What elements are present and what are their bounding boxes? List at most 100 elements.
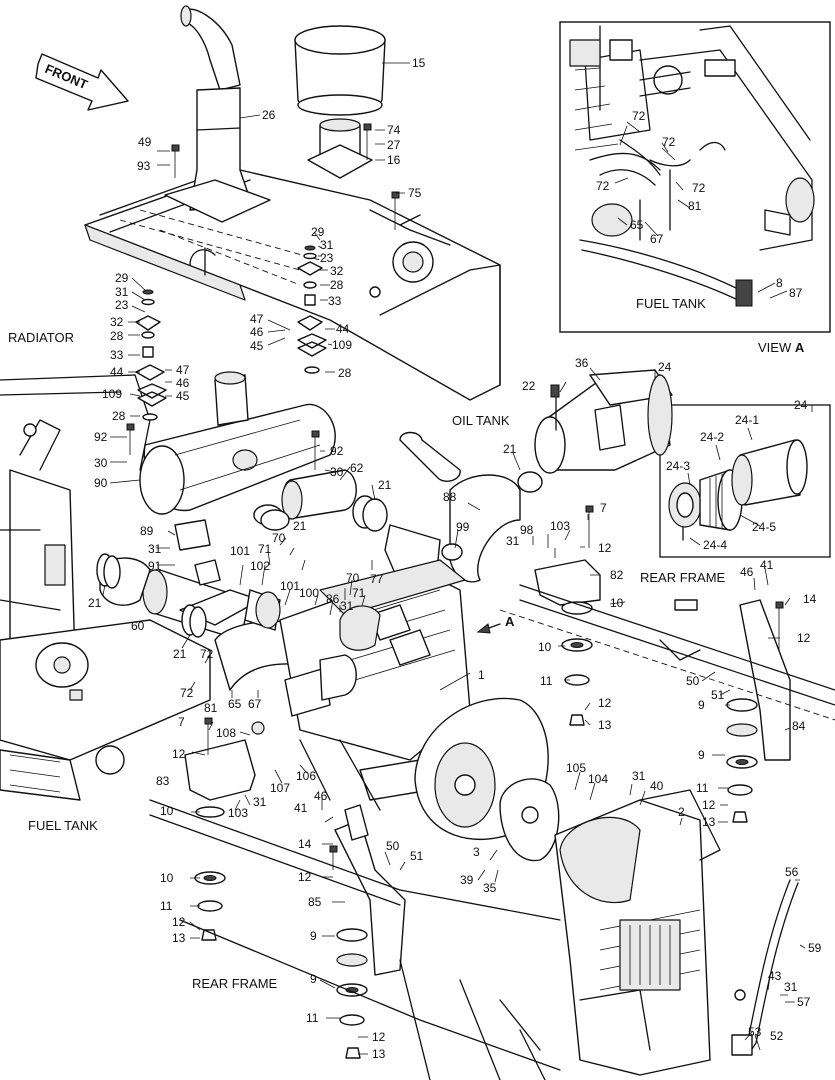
callout-72: 72 — [662, 135, 676, 149]
callout-22: 22 — [522, 379, 536, 393]
callout-92: 92 — [330, 444, 344, 458]
oil-tank-caption: OIL TANK — [452, 413, 510, 428]
callout-10: 10 — [610, 596, 624, 610]
callout-62: 62 — [350, 461, 364, 475]
callout-81: 81 — [688, 199, 702, 213]
callout-11: 11 — [160, 899, 173, 913]
hose-clamps — [96, 471, 543, 638]
callout-39: 39 — [460, 873, 474, 887]
callout-33: 33 — [110, 348, 124, 362]
callout-28: 28 — [110, 329, 124, 343]
callout-24: 24 — [794, 398, 808, 412]
callout-88: 88 — [443, 490, 457, 504]
callout-31: 31 — [340, 599, 354, 613]
callout-31: 31 — [784, 980, 798, 994]
callout-31: 31 — [632, 769, 646, 783]
callout-71: 71 — [258, 542, 272, 556]
upper-cover-plate — [84, 164, 501, 401]
callout-1: 1 — [478, 668, 485, 682]
callout-7: 7 — [600, 501, 607, 515]
callout-29: 29 — [115, 271, 129, 285]
pre-cleaner — [294, 25, 386, 179]
callout-12: 12 — [372, 1030, 386, 1044]
callout-72: 72 — [200, 647, 214, 661]
callout-57: 57 — [797, 995, 811, 1009]
callout-21: 21 — [293, 519, 307, 533]
radiator-frame — [0, 374, 151, 661]
callout-11: 11 — [540, 674, 553, 688]
callout-26: 26 — [262, 108, 276, 122]
callout-10: 10 — [538, 640, 552, 654]
callout-24-2: 24-2 — [700, 430, 724, 444]
fuel-tank-left — [0, 619, 211, 801]
callout-67: 67 — [248, 697, 262, 711]
oil-tank — [379, 264, 501, 482]
callout-14: 14 — [298, 837, 312, 851]
section-arrow-a: A — [476, 614, 515, 634]
rear-frame-rails — [149, 584, 835, 1080]
callout-47: 47 — [250, 312, 264, 326]
callout-106: 106 — [296, 769, 316, 783]
transmission — [554, 789, 721, 1076]
inset-filter-icon — [591, 203, 633, 237]
callout-101: 101 — [280, 579, 300, 593]
callout-9: 9 — [310, 929, 317, 943]
callout-109: 109 — [332, 338, 352, 352]
callout-30: 30 — [94, 456, 108, 470]
callout-47: 47 — [176, 363, 190, 377]
callout-53: 53 — [748, 1025, 762, 1039]
callout-74: 74 — [387, 123, 401, 137]
bolts — [126, 123, 784, 870]
callout-24-3: 24-3 — [666, 459, 690, 473]
callout-99: 99 — [456, 520, 470, 534]
callout-101: 101 — [230, 544, 250, 558]
mount-brackets — [184, 559, 791, 976]
callout-9: 9 — [698, 748, 705, 762]
callout-103: 103 — [228, 806, 248, 820]
callout-44: 44 — [336, 322, 350, 336]
callout-12: 12 — [797, 631, 811, 645]
callout-12: 12 — [598, 696, 612, 710]
callout-10: 10 — [160, 871, 174, 885]
callout-23: 23 — [115, 298, 129, 312]
callout-51: 51 — [711, 688, 725, 702]
callout-32: 32 — [330, 264, 344, 278]
callout-51: 51 — [410, 849, 424, 863]
callout-83: 83 — [156, 774, 170, 788]
callout-46: 46 — [740, 565, 754, 579]
callout-41: 41 — [760, 558, 774, 572]
callout-102: 102 — [250, 559, 270, 573]
callout-32: 32 — [110, 315, 124, 329]
callout-35: 35 — [483, 881, 497, 895]
callout-45: 45 — [176, 389, 190, 403]
leader-lines — [102, 62, 806, 1055]
callout-45: 45 — [250, 339, 264, 353]
callout-59: 59 — [808, 941, 822, 955]
callout-12: 12 — [598, 541, 612, 555]
callout-24-1: 24-1 — [735, 413, 759, 427]
callout-labels: 15 26 49 93 74 27 16 75 29 31 23 32 28 3… — [88, 56, 822, 1061]
callout-77: 77 — [370, 572, 384, 586]
front-direction-arrow: FRONT — [35, 53, 129, 111]
arrow-a-caption: A — [505, 614, 515, 629]
callout-81: 81 — [204, 701, 218, 715]
inset-engine-part-icon — [569, 39, 601, 67]
callout-100: 100 — [299, 586, 319, 600]
callout-82: 82 — [610, 568, 624, 582]
callout-72: 72 — [632, 109, 646, 123]
mount-rubber-stacks — [194, 601, 758, 1059]
callout-9: 9 — [698, 698, 705, 712]
callout-109: 109 — [102, 387, 122, 401]
callout-41: 41 — [294, 801, 308, 815]
callout-31: 31 — [506, 534, 520, 548]
callout-21: 21 — [173, 647, 187, 661]
callout-65: 65 — [630, 218, 644, 232]
callout-13: 13 — [598, 718, 612, 732]
callout-30: 30 — [330, 465, 344, 479]
callout-12: 12 — [298, 870, 312, 884]
callout-44: 44 — [110, 365, 124, 379]
callout-31: 31 — [253, 795, 267, 809]
hardware-stacks — [135, 245, 327, 421]
callout-21: 21 — [378, 478, 392, 492]
